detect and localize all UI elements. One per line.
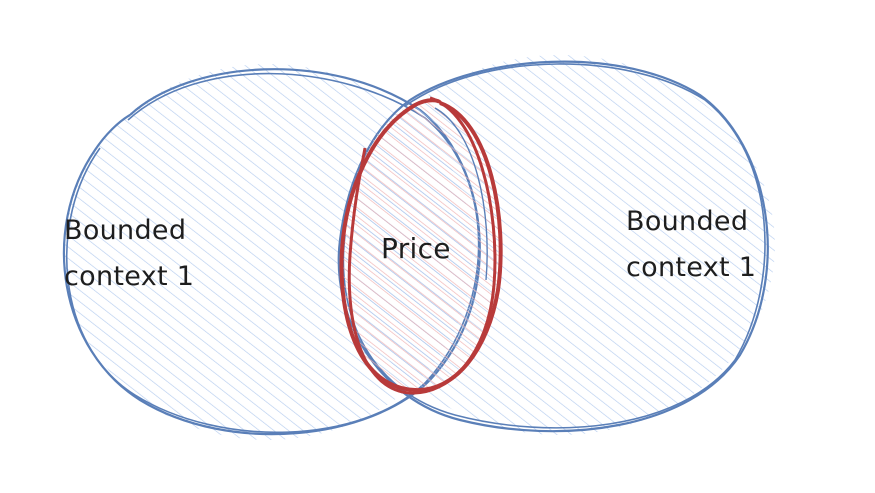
price-label: Price — [381, 226, 451, 272]
right-circle-label-line2: context 1 — [626, 252, 757, 283]
left-circle-label-line2: context 1 — [64, 261, 195, 292]
right-circle-label-line1: Bounded — [626, 206, 749, 237]
price-label-text: Price — [381, 232, 451, 265]
price-overlap-region — [339, 96, 503, 395]
left-circle-label: Bounded context 1 — [64, 208, 194, 300]
right-circle-label: Bounded context 1 — [626, 199, 756, 291]
left-circle-label-line1: Bounded — [64, 215, 187, 246]
